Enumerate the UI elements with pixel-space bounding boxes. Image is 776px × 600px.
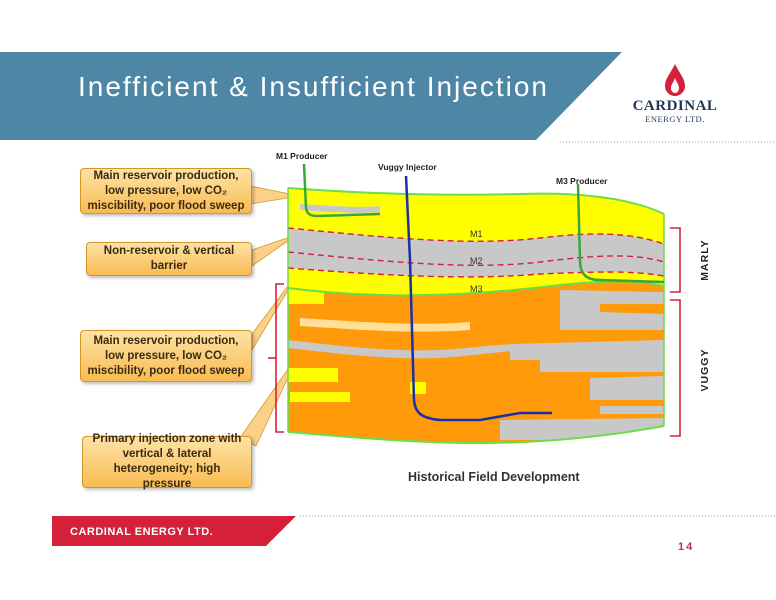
vuggy-injector-label: Vuggy Injector — [378, 162, 437, 172]
callout-2-line-2: barrier — [150, 260, 188, 272]
callout-1-line-2: low pressure, low CO₂ — [104, 184, 228, 197]
callout-injection-zone: Primary injection zone with vertical & l… — [82, 433, 252, 490]
cardinal-flame-logo-icon — [665, 64, 685, 96]
callout-1-line-1: Main reservoir production, — [93, 169, 239, 182]
vuggy-label: VUGGY — [699, 348, 711, 392]
callout-3-line-1: Main reservoir production, — [93, 334, 239, 347]
callout-m3-production: Main reservoir production, low pressure,… — [80, 330, 252, 382]
callout-2-line-1: Non-reservoir & vertical — [103, 245, 235, 257]
vuggy-gray-block-1 — [560, 290, 664, 330]
marly-label: MARLY — [699, 239, 711, 281]
vuggy-yellow-streak-2 — [288, 368, 338, 382]
m1-producer-label: M1 Producer — [276, 151, 328, 161]
vuggy-gray-block-5 — [600, 406, 664, 414]
logo-subtitle: ENERGY LTD. — [645, 114, 705, 124]
footer-company: CARDINAL ENERGY LTD. — [70, 526, 214, 538]
m1-producer-well — [302, 163, 381, 218]
callout-3-line-3: miscibility, poor flood sweep — [87, 364, 245, 377]
callout-1-line-3: miscibility, poor flood sweep — [87, 199, 245, 212]
callout-4-line-2: vertical & lateral — [122, 448, 212, 460]
zone-m2-label: M2 — [470, 256, 483, 266]
callout-barrier: Non-reservoir & vertical barrier — [86, 242, 252, 276]
logo-name: CARDINAL — [632, 98, 718, 114]
m3-producer-label: M3 Producer — [556, 176, 608, 186]
m1-gray-streak — [300, 204, 380, 213]
marly-bracket — [670, 227, 681, 293]
m1-zone — [288, 188, 664, 244]
callout-4-line-3: heterogeneity; high pressure — [113, 463, 221, 490]
marly-top-boundary — [287, 187, 665, 215]
vuggy-gray-block-3 — [590, 376, 664, 400]
callout-4-line-1: Primary injection zone with — [92, 433, 242, 445]
zone-m1-label: M1 — [470, 229, 483, 239]
m3-producer-well — [576, 183, 665, 284]
zone-m3-label: M3 — [470, 284, 483, 294]
vuggy-bracket — [670, 299, 681, 437]
vuggy-injector-well — [404, 175, 552, 422]
vuggy-base-boundary — [287, 425, 665, 445]
title-bar — [0, 52, 622, 140]
page-number: 14 — [678, 541, 695, 553]
callout-pointer-2 — [251, 234, 297, 267]
callout-m1-production: Main reservoir production, low pressure,… — [80, 168, 252, 214]
vuggy-gray-block-2 — [510, 340, 664, 372]
vuggy-light-band — [300, 318, 470, 332]
diagram-title: Historical Field Development — [408, 470, 580, 484]
vuggy-gray-band-1 — [288, 340, 520, 359]
header-divider — [560, 141, 776, 143]
vuggy-yellow-streak-3 — [290, 392, 350, 402]
callout-3-line-2: low pressure, low CO₂ — [104, 349, 228, 362]
m2-barrier-lower — [288, 252, 664, 277]
footer-bar — [52, 516, 296, 546]
slide-title: Inefficient & Insufficient Injection — [78, 71, 549, 102]
